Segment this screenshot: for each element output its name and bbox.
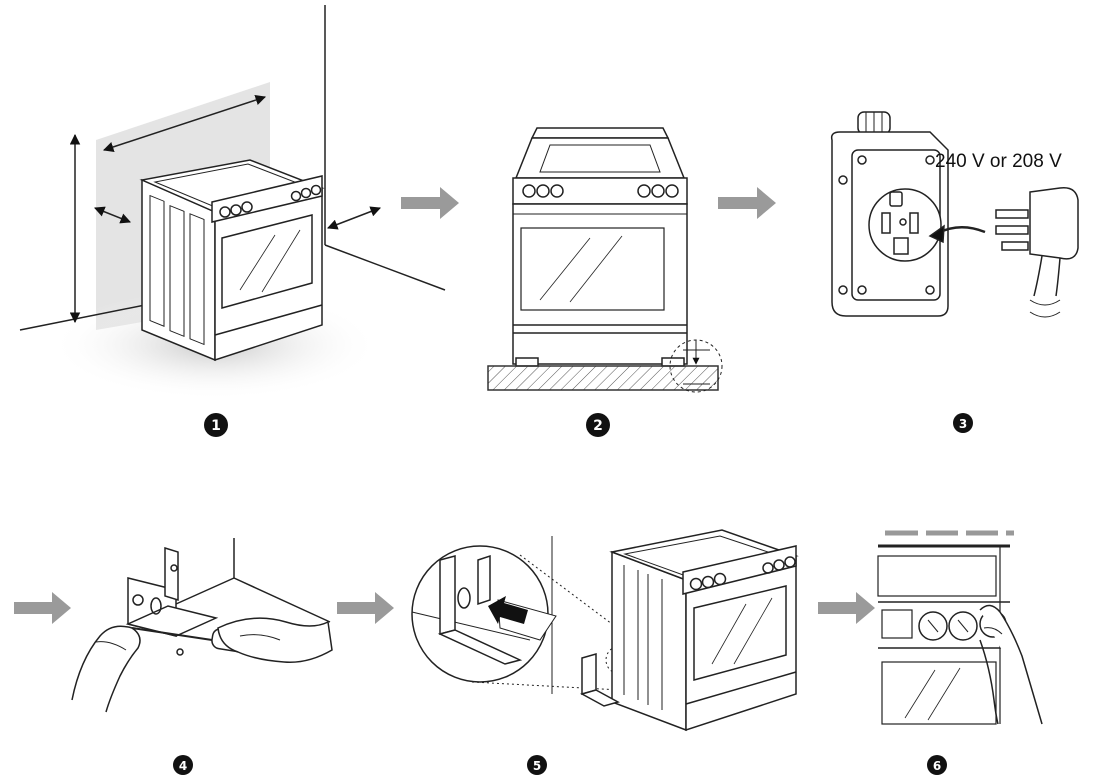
step-3-illustration: 240 V or 208 V — [830, 111, 1079, 318]
step-4-number: 4 — [173, 755, 193, 775]
flow-arrows — [14, 187, 875, 624]
step-5-number-text: 5 — [533, 759, 541, 773]
step-6-illustration — [877, 530, 1043, 725]
step-4-illustration — [71, 538, 333, 713]
number-badge-icon — [173, 755, 193, 775]
number-badge-icon — [527, 755, 547, 775]
step-4-number-text: 4 — [179, 759, 187, 773]
number-badge-icon — [953, 413, 973, 433]
right-arrow-icon — [818, 592, 875, 624]
step-3-number: 3 — [953, 413, 973, 433]
step-1-number-text: 1 — [211, 418, 221, 434]
step-1-illustration — [19, 5, 446, 400]
step-5-number: 5 — [527, 755, 547, 775]
step-2-number-text: 2 — [593, 418, 603, 434]
voltage-label: 240 V or 208 V — [935, 151, 1062, 172]
step-3-number-text: 3 — [959, 417, 967, 431]
step-5-illustration — [411, 529, 799, 732]
right-arrow-icon — [718, 187, 776, 219]
step-6-number-text: 6 — [933, 759, 941, 773]
step-6-number: 6 — [927, 755, 947, 775]
number-badge-icon — [586, 413, 610, 437]
step-1-number: 1 — [204, 413, 228, 437]
number-badge-icon — [204, 413, 228, 437]
right-arrow-icon — [337, 592, 394, 624]
right-arrow-icon — [401, 187, 459, 219]
step-2-number: 2 — [586, 413, 610, 437]
right-arrow-icon — [14, 592, 71, 624]
step-2-illustration — [487, 127, 723, 393]
number-badge-icon — [927, 755, 947, 775]
